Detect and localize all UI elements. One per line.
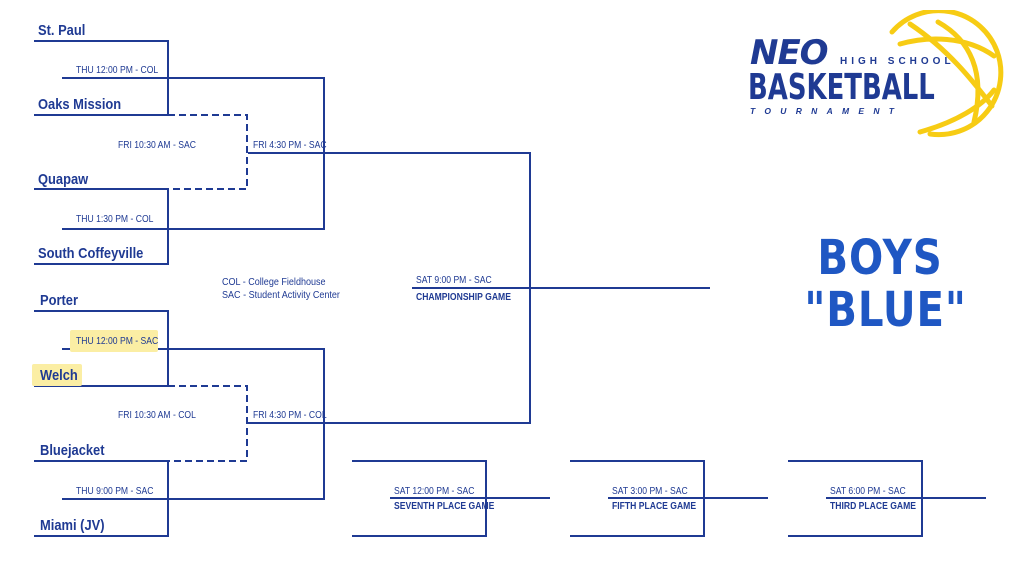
logo-neo: NEO <box>750 33 829 73</box>
game-fifth-time: SAT 3:00 PM - SAC <box>612 486 688 497</box>
logo-tournament: TOURNAMENT <box>750 106 904 116</box>
team-oaks-mission: Oaks Mission <box>38 96 122 113</box>
game-r1-g4: THU 9:00 PM - SAC <box>76 486 154 497</box>
legend-sac: SAC - Student Activity Center <box>222 289 340 301</box>
game-r1-g3: THU 12:00 PM - SAC <box>76 336 159 347</box>
game-semi-bottom: FRI 4:30 PM - COL <box>253 410 327 421</box>
location-legend: COL - College Fieldhouse SAC - Student A… <box>222 276 340 302</box>
game-third-title: THIRD PLACE GAME <box>830 501 916 512</box>
logo-high-school: HIGH SCHOOL <box>840 56 955 67</box>
team-st-paul: St. Paul <box>38 22 86 39</box>
division-title-line2: "BLUE" <box>804 282 967 338</box>
team-south-coffeyville: South Coffeyville <box>38 245 144 262</box>
tournament-logo: NEO HIGH SCHOOL BASKETBALL TOURNAMENT <box>742 10 1012 140</box>
bracket-line-cons-top <box>168 114 248 190</box>
game-cons-top: FRI 10:30 AM - SAC <box>118 140 196 151</box>
highlight-welch-team <box>32 364 82 386</box>
team-miami-jv: Miami (JV) <box>40 517 105 534</box>
game-semi-top: FRI 4:30 PM - SAC <box>253 140 327 151</box>
division-title-line1: BOYS <box>817 230 943 286</box>
game-seventh-title: SEVENTH PLACE GAME <box>394 501 495 512</box>
bracket-line-seventh <box>352 460 550 537</box>
bracket-line-south-coffeyville <box>34 188 169 265</box>
game-seventh-time: SAT 12:00 PM - SAC <box>394 486 475 497</box>
bracket-line-fifth <box>570 460 768 537</box>
game-r1-g1: THU 12:00 PM - COL <box>76 65 159 76</box>
bracket-line-cons-bottom <box>168 385 248 462</box>
team-quapaw: Quapaw <box>38 171 89 188</box>
game-fifth-title: FIFTH PLACE GAME <box>612 501 697 512</box>
game-championship-title: CHAMPIONSHIP GAME <box>416 292 511 303</box>
logo-basketball: BASKETBALL <box>748 67 935 108</box>
division-title: BOYS "BLUE" <box>804 230 967 338</box>
team-porter: Porter <box>40 292 79 309</box>
game-championship-time: SAT 9:00 PM - SAC <box>416 275 492 286</box>
legend-col: COL - College Fieldhouse <box>222 276 326 288</box>
team-welch: Welch <box>40 367 78 384</box>
game-cons-bottom: FRI 10:30 AM - COL <box>118 410 196 421</box>
game-third-time: SAT 6:00 PM - SAC <box>830 486 906 497</box>
team-bluejacket: Bluejacket <box>40 442 105 459</box>
game-r1-g2: THU 1:30 PM - COL <box>76 214 154 225</box>
highlight-welch-game <box>70 330 158 352</box>
bracket-line-bluejacket <box>34 460 169 537</box>
bracket-line-third <box>788 460 986 537</box>
bracket-line-r1-g3-out <box>62 348 325 500</box>
basketball-icon <box>889 10 1004 138</box>
